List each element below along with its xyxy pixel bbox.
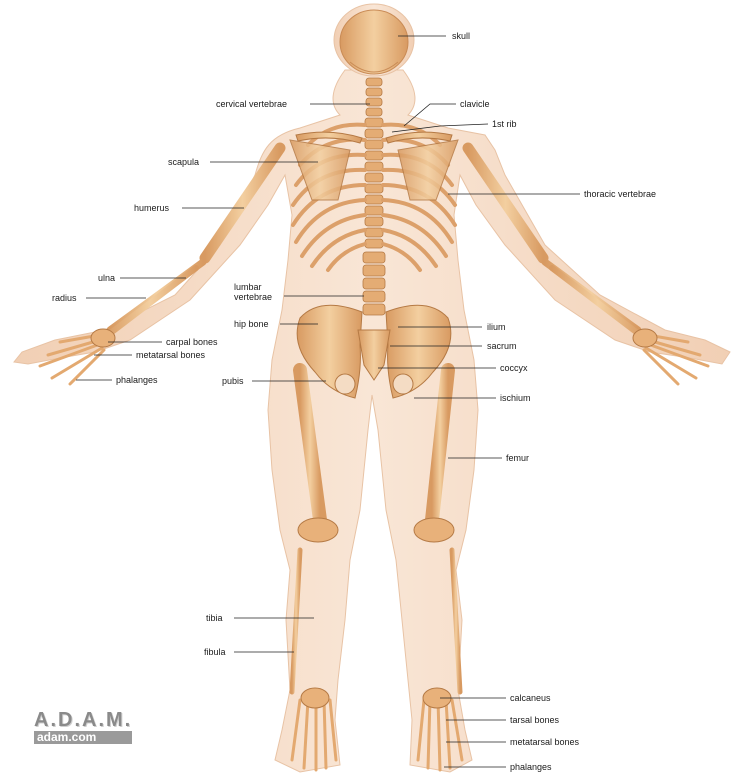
label-scapula: scapula [168, 157, 199, 167]
label-first-rib: 1st rib [492, 119, 517, 129]
label-cervical-vertebrae: cervical vertebrae [216, 99, 287, 109]
label-tibia: tibia [206, 613, 223, 623]
label-ischium: ischium [500, 393, 531, 403]
label-metatarsal-bones-hand: metatarsal bones [136, 350, 205, 360]
label-phalanges-foot: phalanges [510, 762, 552, 772]
label-thoracic-vertebrae: thoracic vertebrae [584, 189, 656, 199]
adam-logo: A.D.A.M. adam.com [34, 710, 132, 744]
label-carpal-bones: carpal bones [166, 337, 218, 347]
skull [340, 10, 408, 74]
label-femur: femur [506, 453, 529, 463]
label-humerus: humerus [134, 203, 169, 213]
label-metatarsal-bones-foot: metatarsal bones [510, 737, 579, 747]
label-ulna: ulna [98, 273, 115, 283]
label-hip-bone: hip bone [234, 319, 269, 329]
label-lumbar-vertebrae: lumbar vertebrae [234, 282, 280, 302]
adam-logo-mark: A.D.A.M. [34, 710, 132, 730]
label-tarsal-bones: tarsal bones [510, 715, 559, 725]
label-skull: skull [452, 31, 470, 41]
label-radius: radius [52, 293, 77, 303]
adam-logo-url: adam.com [34, 731, 132, 744]
label-pubis: pubis [222, 376, 244, 386]
knee-joints [298, 518, 454, 542]
label-clavicle: clavicle [460, 99, 490, 109]
vertebral-column [363, 78, 385, 315]
label-fibula: fibula [204, 647, 226, 657]
label-sacrum: sacrum [487, 341, 517, 351]
label-coccyx: coccyx [500, 363, 528, 373]
label-ilium: ilium [487, 322, 506, 332]
label-phalanges-hand: phalanges [116, 375, 158, 385]
label-calcaneus: calcaneus [510, 693, 551, 703]
